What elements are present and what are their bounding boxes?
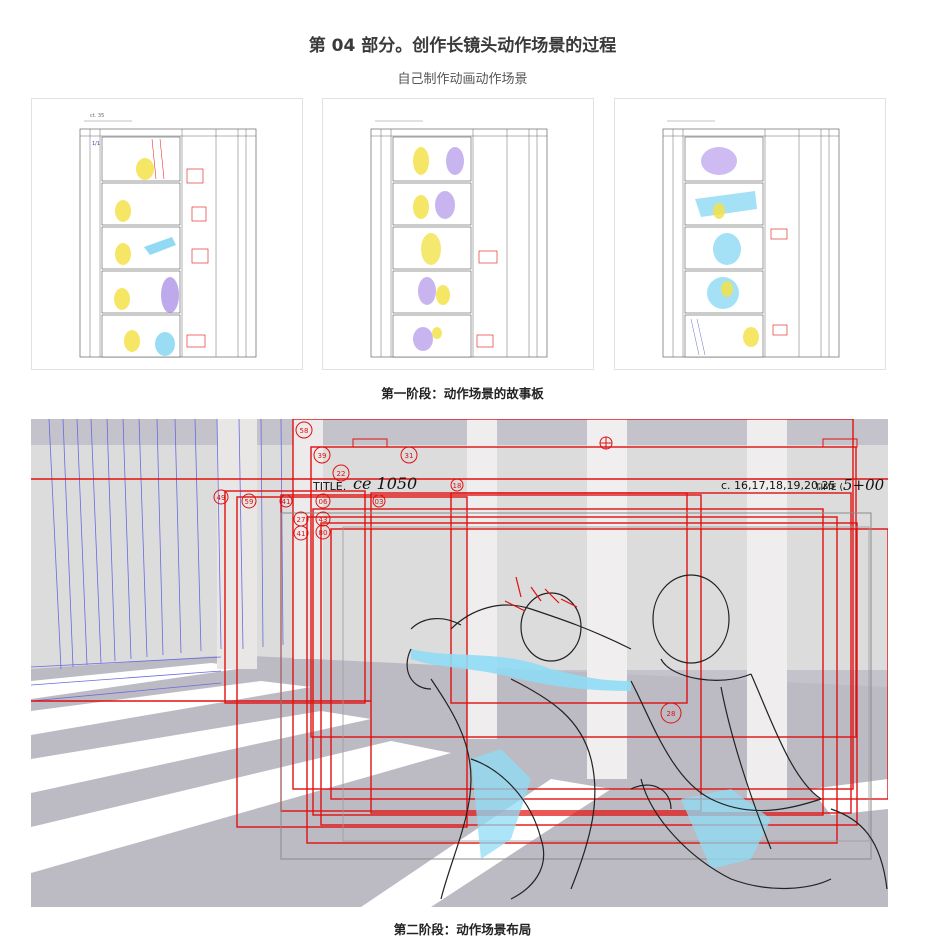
page-title: 第 04 部分。创作长镜头动作场景的过程 <box>308 36 617 56</box>
frame-number: 80 <box>319 529 328 537</box>
layout-caption: 第二阶段：动作场景布局 <box>393 922 532 937</box>
storyboard-page-3 <box>614 98 886 370</box>
storyboard-page-1: ct. 35 1/1 <box>31 98 303 370</box>
storyboard-caption: 第一阶段：动作场景的故事板 <box>381 386 544 401</box>
time-field: TIME ( <box>814 483 843 493</box>
frame-number: 06 <box>319 498 328 506</box>
handwritten-title: ce 1050 <box>353 474 417 493</box>
frame-number: 39 <box>318 452 327 460</box>
storyboard-sketch-3 <box>662 120 840 358</box>
frame-number: 18 <box>453 482 462 490</box>
frame-number: 41 <box>282 498 291 506</box>
storyboard-page-2 <box>322 98 594 370</box>
storyboard-sketch-2 <box>370 120 548 358</box>
layout-sheet: TITLE. ce 1050 c. 16,17,18,19,20,25 TIME… <box>31 419 888 907</box>
frame-number: 03 <box>375 498 384 506</box>
storyboard-sketch-1: ct. 35 1/1 <box>79 113 257 358</box>
frame-number: 49 <box>217 494 226 502</box>
cut-field: c. 16,17,18,19,20,25 <box>721 479 836 492</box>
sheet-number: 1/1 <box>92 141 100 147</box>
layout-drawing: TITLE. ce 1050 c. 16,17,18,19,20,25 TIME… <box>31 419 888 907</box>
frame-number: 27 <box>297 516 306 524</box>
frame-number: 58 <box>300 427 309 435</box>
frame-number: 41 <box>297 530 306 538</box>
frame-number: 59 <box>245 498 254 506</box>
svg-text:ct. 35: ct. 35 <box>90 113 104 119</box>
frame-number: 31 <box>405 452 414 460</box>
title-field: TITLE. <box>312 480 346 493</box>
frame-number: 28 <box>667 710 676 718</box>
page-subtitle: 自己制作动画动作场景 <box>397 72 528 87</box>
frame-number: 22 <box>337 470 346 478</box>
handwritten-time: 5+00 <box>843 476 885 494</box>
frame-number: 43 <box>319 516 328 524</box>
